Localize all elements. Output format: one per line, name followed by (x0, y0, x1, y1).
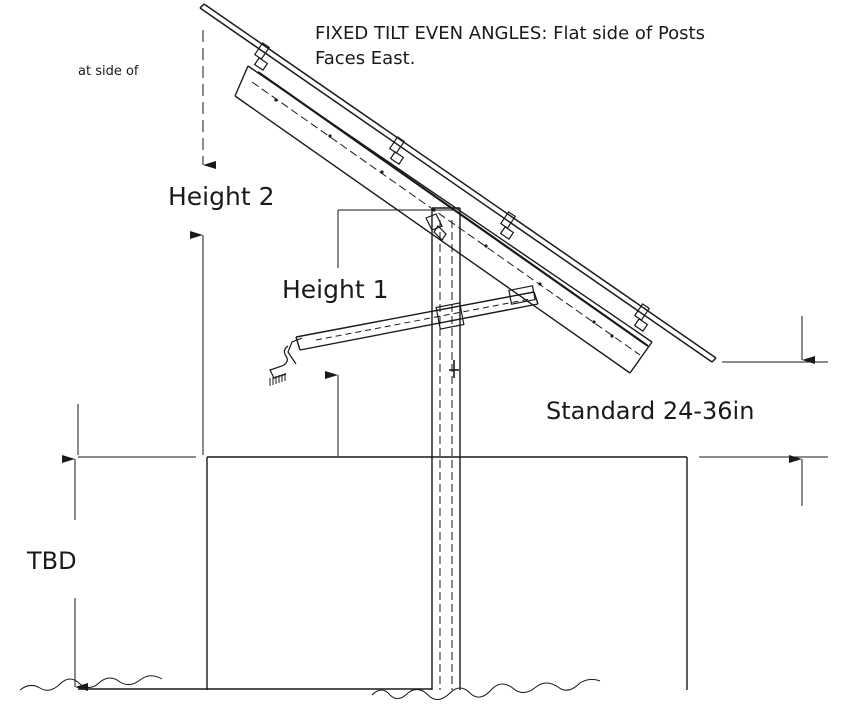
foundation-outline (78, 456, 688, 690)
fixed-tilt-note-line-2: Faces East. (315, 48, 416, 69)
height-2-label: Height 2 (168, 182, 275, 211)
depth-label: TBD (27, 547, 77, 575)
height-1-dimension (325, 209, 455, 456)
depth-dimension (62, 404, 196, 691)
clearance-label: Standard 24-36in (546, 397, 755, 425)
solar-panel (199, 3, 717, 374)
fixed-tilt-note-line-1: FIXED TILT EVEN ANGLES: Flat side of Pos… (315, 23, 705, 44)
post (431, 207, 461, 690)
ground-line (19, 675, 601, 700)
tilt-strut (269, 285, 539, 386)
clearance-dimension (699, 316, 828, 506)
cropped-note: at side of (78, 64, 139, 79)
height-1-label: Height 1 (282, 275, 389, 304)
fixed-tilt-note: FIXED TILT EVEN ANGLES: Flat side of Pos… (315, 21, 705, 71)
